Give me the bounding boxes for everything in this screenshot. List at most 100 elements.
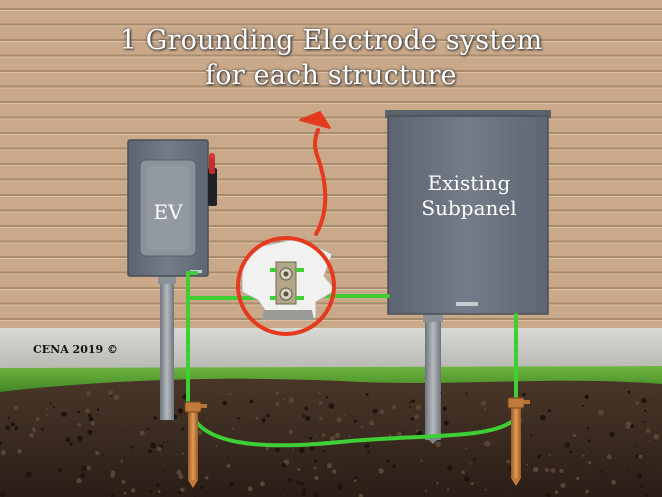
soil-speck [544,468,549,472]
soil-speck [283,487,286,490]
soil-speck [392,404,397,410]
soil-speck [35,417,40,421]
soil-speck [586,426,590,430]
soil-speck [598,409,604,416]
soil-speck [336,416,342,423]
siding-board-highlight [0,242,662,244]
soil-speck [88,416,94,422]
soil-speck [227,457,230,460]
ev-conduit-pipe [160,276,174,420]
soil-speck [255,416,259,420]
soil-speck [205,476,209,480]
soil-speck [328,403,335,409]
soil-speck [648,439,651,442]
soil-speck [582,404,585,407]
soil-speck [634,445,637,447]
soil-speck [41,428,44,431]
soil-speck [216,444,218,447]
soil-speck [337,484,343,490]
soil-speck [465,392,468,395]
subpanel-label-line-1: Existing [427,171,511,195]
soil-speck [323,449,326,452]
soil-speck [86,390,91,396]
soil-speck [319,416,323,420]
soil-speck [314,476,319,481]
soil-speck [65,437,71,443]
siding-board-line [0,54,662,57]
soil-speck [329,435,336,442]
soil-speck [372,408,378,414]
soil-speck [309,436,313,440]
siding-board-highlight [0,320,662,321]
soil-speck [585,489,589,494]
siding-board-line [0,178,662,181]
soil-speck [156,483,160,487]
soil-speck [414,414,420,420]
soil-speck [247,486,253,492]
soil-speck [265,446,269,451]
soil-speck [479,424,481,427]
soil-speck [635,454,639,458]
soil-speck [484,488,487,491]
siding-board-line [0,225,662,227]
soil-speck [569,450,573,454]
soil-speck [175,491,178,494]
soil-speck [309,445,315,451]
soil-speck [367,450,370,453]
soil-speck [131,488,136,493]
soil-speck [299,447,305,453]
soil-speck [344,414,347,417]
soil-speck [237,417,240,420]
soil-speck [641,398,647,404]
soil-speck [302,487,307,492]
foundation [0,328,662,370]
soil-speck [358,493,363,497]
siding-board-line [0,23,662,26]
soil-speck [0,492,5,497]
siding-board-highlight [0,227,662,228]
soil-speck [334,432,341,438]
soil-speck [461,470,465,475]
soil-speck [446,488,450,491]
highlight-circle [236,236,336,336]
soil-speck [379,409,385,415]
soil-speck [86,465,91,471]
soil-speck [470,482,474,486]
soil-speck [365,393,369,396]
soil-speck [292,448,295,451]
soil-speck [560,482,566,488]
soil-speck [318,401,323,405]
soil-speck [300,490,307,497]
soil-speck [434,482,437,486]
soil-speck [11,426,15,429]
soil-speck [85,408,90,414]
siding-board-line [0,116,662,119]
siding-board-highlight [0,118,662,120]
soil-speck [600,470,604,473]
soil-speck [296,480,300,485]
soil-speck [196,429,203,436]
soil-speck [636,473,643,479]
soil-speck [77,422,82,427]
soil-speck [14,426,19,431]
soil-speck [266,413,270,418]
soil-speck [101,453,104,456]
disconnect-handle [208,153,217,206]
siding-board-highlight [0,41,662,42]
subpanel-label: Existing Subpanel [392,171,546,221]
siding-board-line [0,147,662,150]
soil-speck [325,396,329,399]
soil-speck [200,485,205,490]
soil-speck [441,391,445,394]
soil-speck [288,478,293,482]
soil-speck [0,441,2,445]
soil-speck [53,406,56,409]
soil-speck [111,493,115,497]
soil-speck [29,433,34,438]
soil-speck [627,390,631,394]
soil-speck [181,452,184,455]
soil-speck [96,408,100,411]
soil-speck [402,431,405,434]
soil-speck [153,416,157,420]
